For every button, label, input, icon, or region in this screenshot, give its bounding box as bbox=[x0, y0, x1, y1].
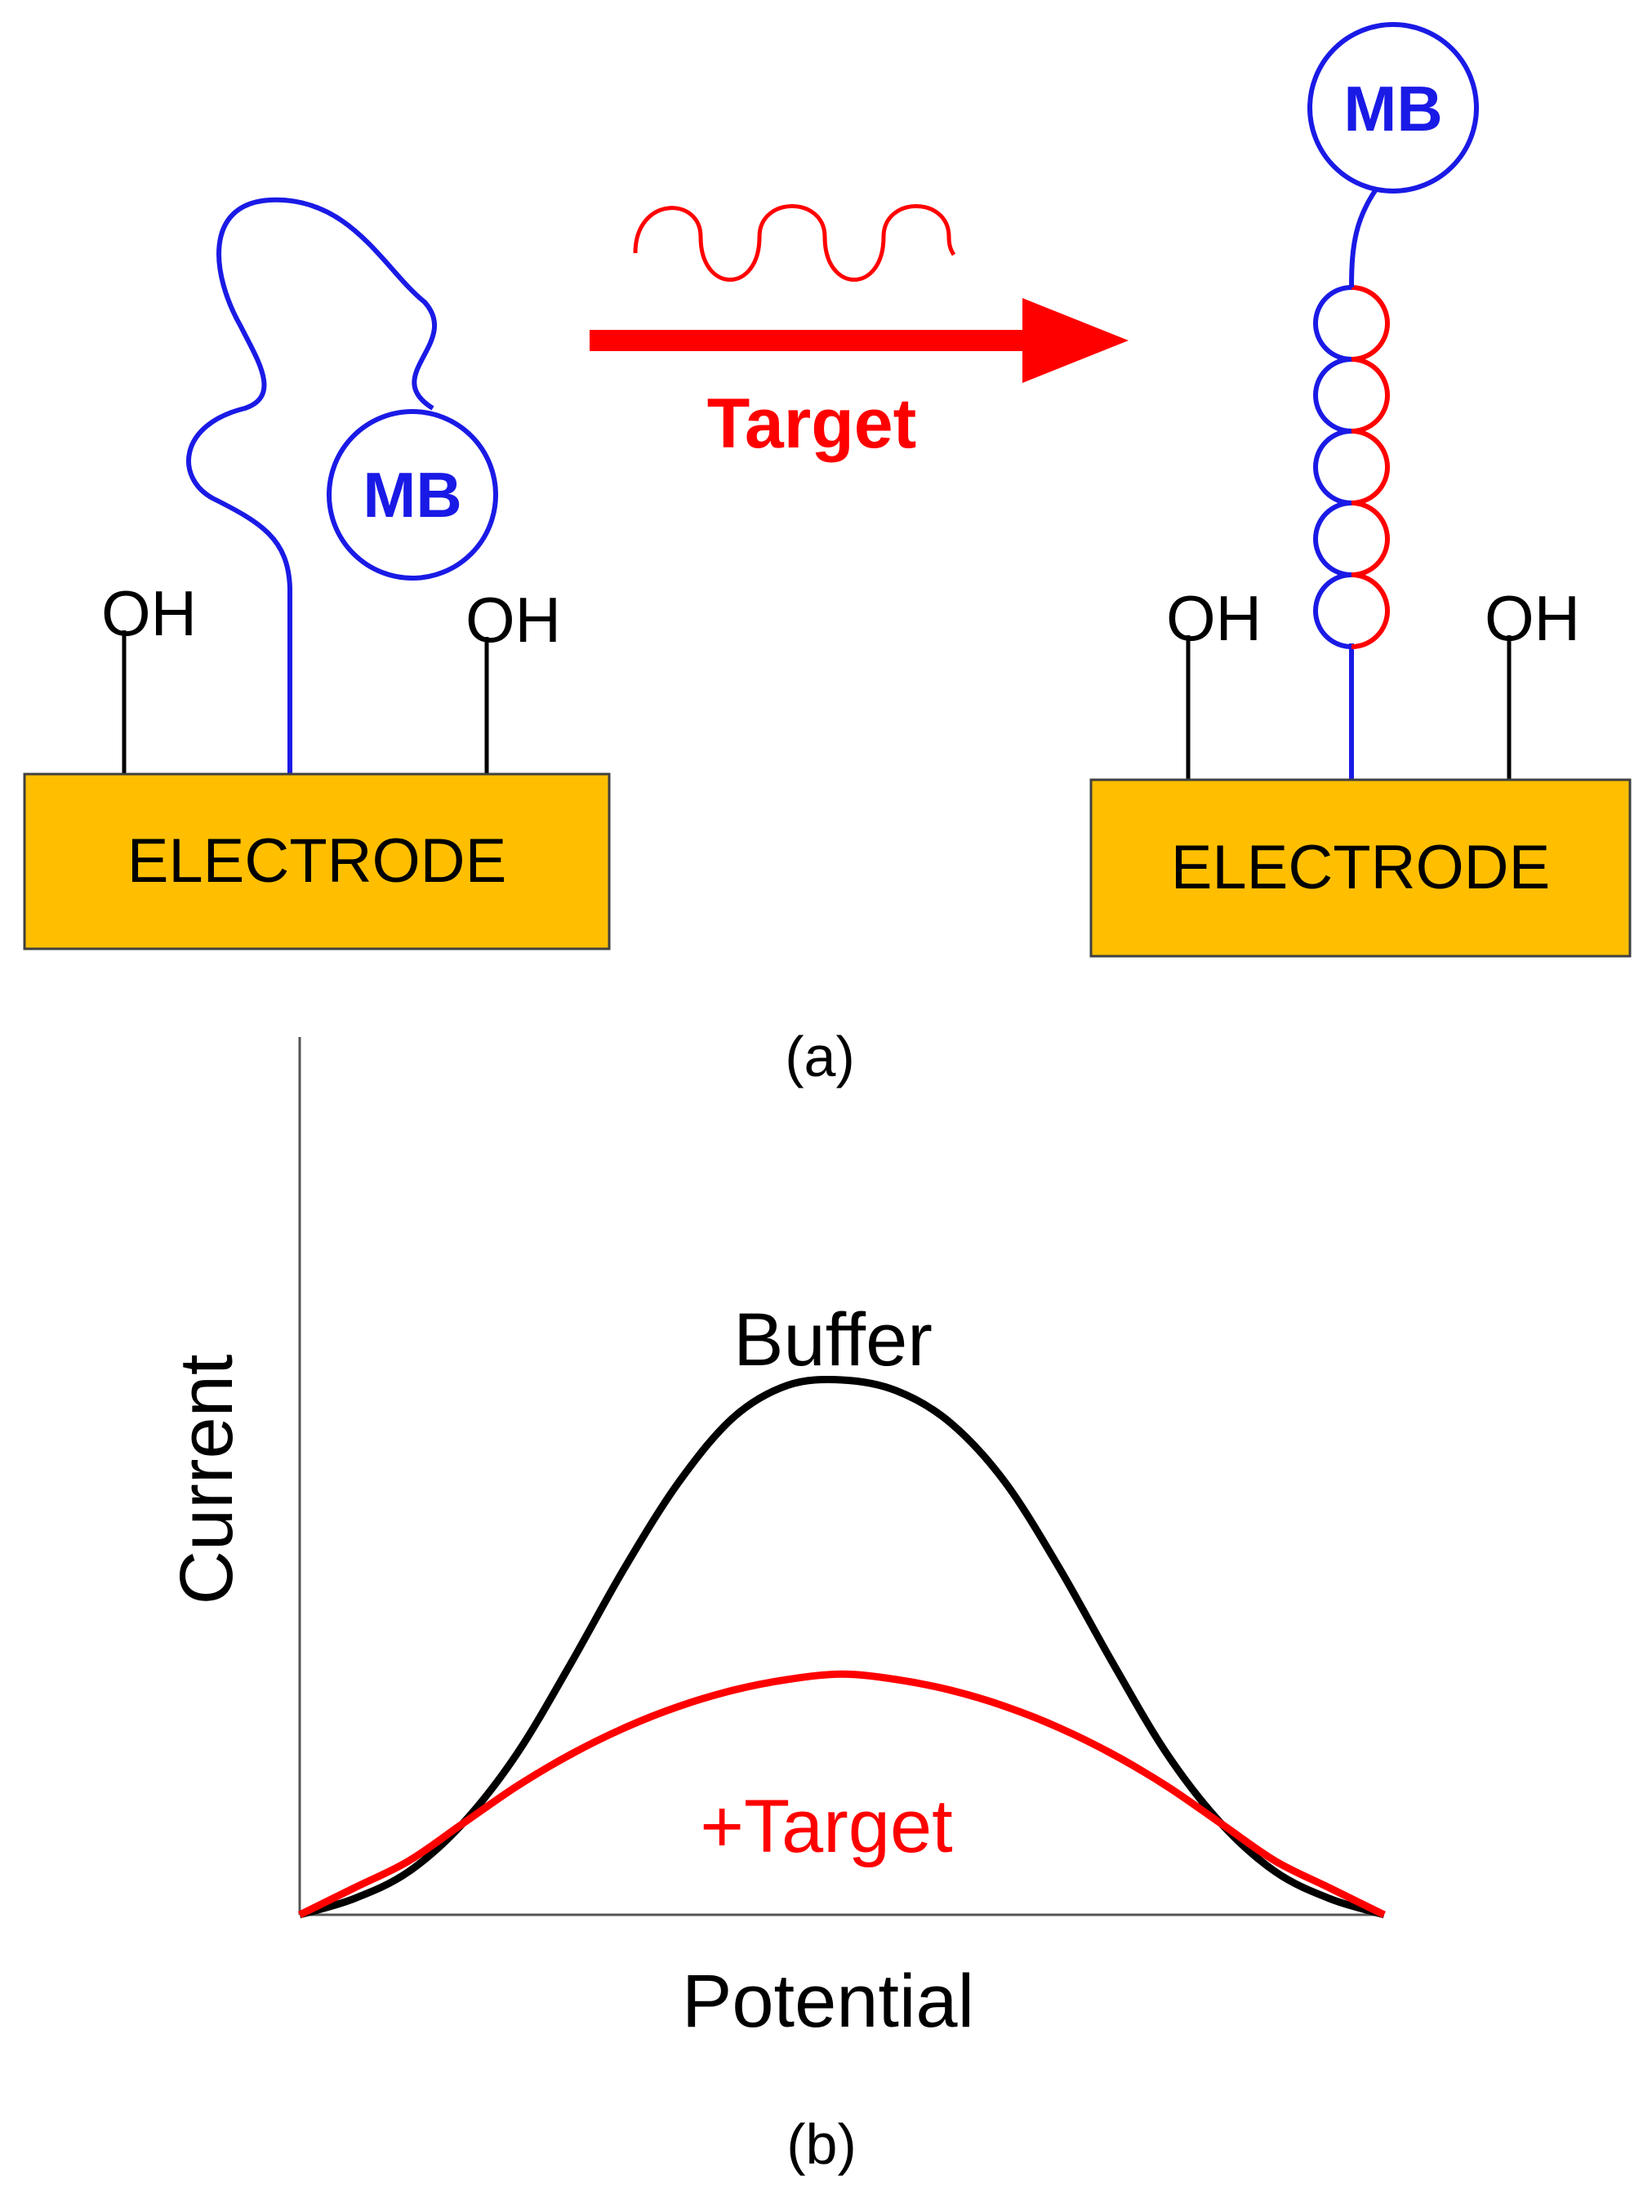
duplex-helix bbox=[1313, 285, 1390, 649]
target-strand-wave bbox=[633, 204, 956, 282]
series-curve-buffer bbox=[298, 1376, 1386, 1919]
target-binding-arrow: Target bbox=[590, 204, 1129, 463]
panel-a-left-state: OH OH MB ELECTRODE bbox=[23, 197, 611, 950]
oh-label-right: OH bbox=[465, 584, 561, 656]
voltammogram-chart: Buffer +Target Potential Current bbox=[165, 1037, 1386, 2043]
panel-a-caption: (a) bbox=[785, 1025, 855, 1088]
y-axis-label: Current bbox=[165, 1355, 248, 1605]
oh-label-left: OH bbox=[101, 577, 197, 649]
electrode-left bbox=[23, 772, 611, 950]
mb-reporter-circle-right bbox=[1307, 22, 1479, 194]
electrode-right bbox=[1089, 778, 1632, 958]
series-label-target: +Target bbox=[700, 1785, 952, 1868]
arrow-head bbox=[1022, 298, 1129, 383]
arrow-shaft bbox=[590, 330, 1031, 351]
x-axis-label: Potential bbox=[682, 1960, 974, 2043]
mb-reporter-label-right: MB bbox=[1343, 73, 1442, 145]
electrode-label-left: ELECTRODE bbox=[127, 826, 507, 896]
series-curve-target bbox=[298, 1670, 1386, 1919]
series-label-buffer: Buffer bbox=[733, 1298, 933, 1382]
mb-reporter-circle-left bbox=[327, 409, 498, 581]
series-layer bbox=[298, 1376, 1386, 1919]
mb-reporter-label-left: MB bbox=[363, 459, 461, 531]
oh-label-right: OH bbox=[1485, 582, 1580, 654]
panel-a-right-state: OH OH MB ELECTRODE bbox=[1089, 22, 1632, 958]
electrode-label-right: ELECTRODE bbox=[1171, 833, 1551, 902]
panel-b-caption: (b) bbox=[786, 2112, 857, 2176]
reporter-linker bbox=[1349, 182, 1383, 288]
folded-probe-strand bbox=[186, 197, 438, 774]
arrow-label: Target bbox=[707, 385, 916, 463]
oh-label-left: OH bbox=[1166, 582, 1262, 654]
